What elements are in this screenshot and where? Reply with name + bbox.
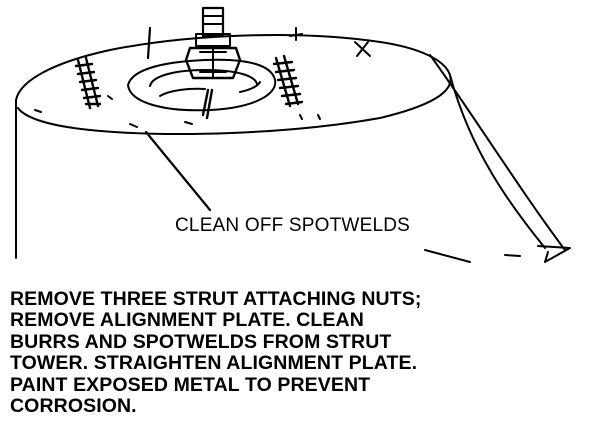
strut-tower-body: [15, 34, 571, 263]
alignment-plate-opening: [127, 58, 277, 112]
instruction-line: TOWER. STRAIGHTEN ALIGNMENT PLATE.: [10, 352, 418, 375]
strut-stud-left: [74, 56, 102, 110]
instruction-line: REMOVE THREE STRUT ATTACHING NUTS;: [10, 288, 422, 310]
spotweld-marks: [34, 26, 371, 128]
instruction-line: PAINT EXPOSED METAL TO PREVENT: [10, 373, 371, 396]
callout-leader-line: [144, 130, 212, 212]
instruction-line: BURRS AND SPOTWELDS FROM STRUT: [10, 330, 392, 353]
strut-stud-right: [272, 54, 304, 108]
callout-label: CLEAN OFF SPOTWELDS: [175, 215, 411, 236]
strut-tower-illustration: [15, 6, 571, 263]
strut-shaft-and-nut: [184, 6, 242, 120]
instruction-line: CORROSION.: [10, 395, 137, 418]
instruction-text: REMOVE THREE STRUT ATTACHING NUTS; REMOV…: [10, 288, 585, 418]
instruction-line: REMOVE ALIGNMENT PLATE. CLEAN: [10, 309, 364, 332]
